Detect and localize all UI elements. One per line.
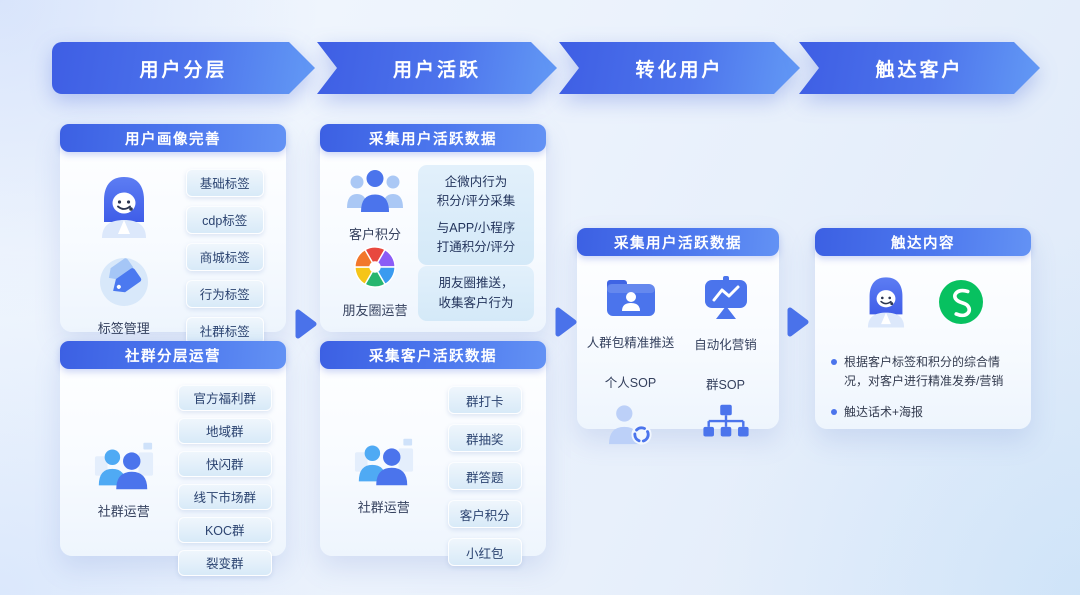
tag-chip: 社群标签 xyxy=(185,316,264,345)
activity-chip: 群答题 xyxy=(447,462,522,490)
banner-label: 转化用户 xyxy=(635,59,724,81)
group-chip: 官方福利群 xyxy=(177,384,272,411)
reach-bullet: 根据客户标签和积分的综合情况，对客户进行精准发券/营销 xyxy=(829,353,1017,391)
tag-chip: cdp标签 xyxy=(185,205,264,234)
auto-marketing-label: 自动化营销 xyxy=(694,338,757,352)
activity-chip: 客户积分 xyxy=(447,500,522,528)
flow-arrow-icon xyxy=(554,306,578,343)
banner-label: 用户活跃 xyxy=(392,59,481,81)
group-chip: 地域群 xyxy=(177,417,272,444)
mini-program-icon xyxy=(939,280,983,329)
moments-ops-label: 朋友圈运营 xyxy=(342,303,408,319)
banner-label: 触达客户 xyxy=(875,59,964,81)
tag-manager-label: 标签管理 xyxy=(97,321,150,336)
personal-sop-label: 个人SOP xyxy=(604,376,657,390)
community-icon xyxy=(93,440,155,495)
reach-bullet: 触达话术+海报 xyxy=(829,403,1017,422)
moments-aperture-icon xyxy=(353,245,397,294)
customer-points-label: 客户积分 xyxy=(348,226,401,242)
people-group-icon xyxy=(347,167,403,218)
note-moments-push: 朋友圈推送， 收集客户行为 xyxy=(418,266,534,322)
activity-chip: 群抽奖 xyxy=(447,424,522,452)
group-chip: KOC群 xyxy=(177,516,272,543)
folder-user-icon xyxy=(605,278,657,323)
card-title: 采集客户活跃数据 xyxy=(320,341,546,369)
flow-arrow-icon xyxy=(786,306,810,343)
card-title: 采集用户活跃数据 xyxy=(320,124,546,152)
audience-push-label: 人群包精准推送 xyxy=(586,336,675,350)
card-community-layered: 社群分层运营 社群运营 官方福利群 地 xyxy=(60,341,286,576)
card-collect-user-activity: 采集用户活跃数据 客户积分 xyxy=(320,124,546,332)
bullet-dot-icon xyxy=(831,409,837,416)
group-chip: 裂变群 xyxy=(177,549,272,576)
customer-service-avatar-icon xyxy=(863,276,909,333)
card-convert-user: 采集用户活跃数据 人群包精准推送 个人SOP xyxy=(577,228,779,445)
card-reach-content: 触达内容 xyxy=(815,228,1031,429)
group-chip: 线下市场群 xyxy=(177,483,272,510)
card-user-profile: 用户画像完善 xyxy=(60,124,286,345)
community-ops-label: 社群运营 xyxy=(97,504,150,519)
card-title: 用户画像完善 xyxy=(60,124,286,152)
presentation-chart-icon xyxy=(702,276,750,325)
customer-service-avatar-icon xyxy=(96,176,152,243)
group-chip: 快闪群 xyxy=(177,450,272,477)
bullet-dot-icon xyxy=(831,359,837,365)
card-title: 采集用户活跃数据 xyxy=(577,228,779,256)
banner-label: 用户分层 xyxy=(139,59,228,81)
group-sop-label: 群SOP xyxy=(706,378,745,392)
banner-user-segmentation: 用户分层 xyxy=(52,42,315,94)
tag-chip: 行为标签 xyxy=(185,279,264,308)
activity-chip: 小红包 xyxy=(447,538,522,566)
card-title: 触达内容 xyxy=(815,228,1031,256)
flow-arrow-icon xyxy=(294,308,318,345)
tag-chip: 商城标签 xyxy=(185,242,264,271)
banner-convert-users: 转化用户 xyxy=(559,42,800,94)
card-title: 社群分层运营 xyxy=(60,341,286,369)
banner-user-activity: 用户活跃 xyxy=(317,42,557,94)
tag-chip: 基础标签 xyxy=(185,168,264,197)
community-ops-label: 社群运营 xyxy=(357,500,410,515)
banner-reach-customers: 触达客户 xyxy=(799,42,1040,94)
community-icon xyxy=(353,436,415,491)
note-points-collection: 企微内行为 积分/评分采集 与APP/小程序 打通积分/评分 xyxy=(418,164,534,266)
card-collect-customer-activity: 采集客户活跃数据 社群运营 群打卡 群 xyxy=(320,341,546,566)
person-sync-icon xyxy=(607,402,655,451)
org-chart-icon xyxy=(701,404,751,447)
activity-chip: 群打卡 xyxy=(447,386,522,414)
tags-icon xyxy=(99,257,149,312)
